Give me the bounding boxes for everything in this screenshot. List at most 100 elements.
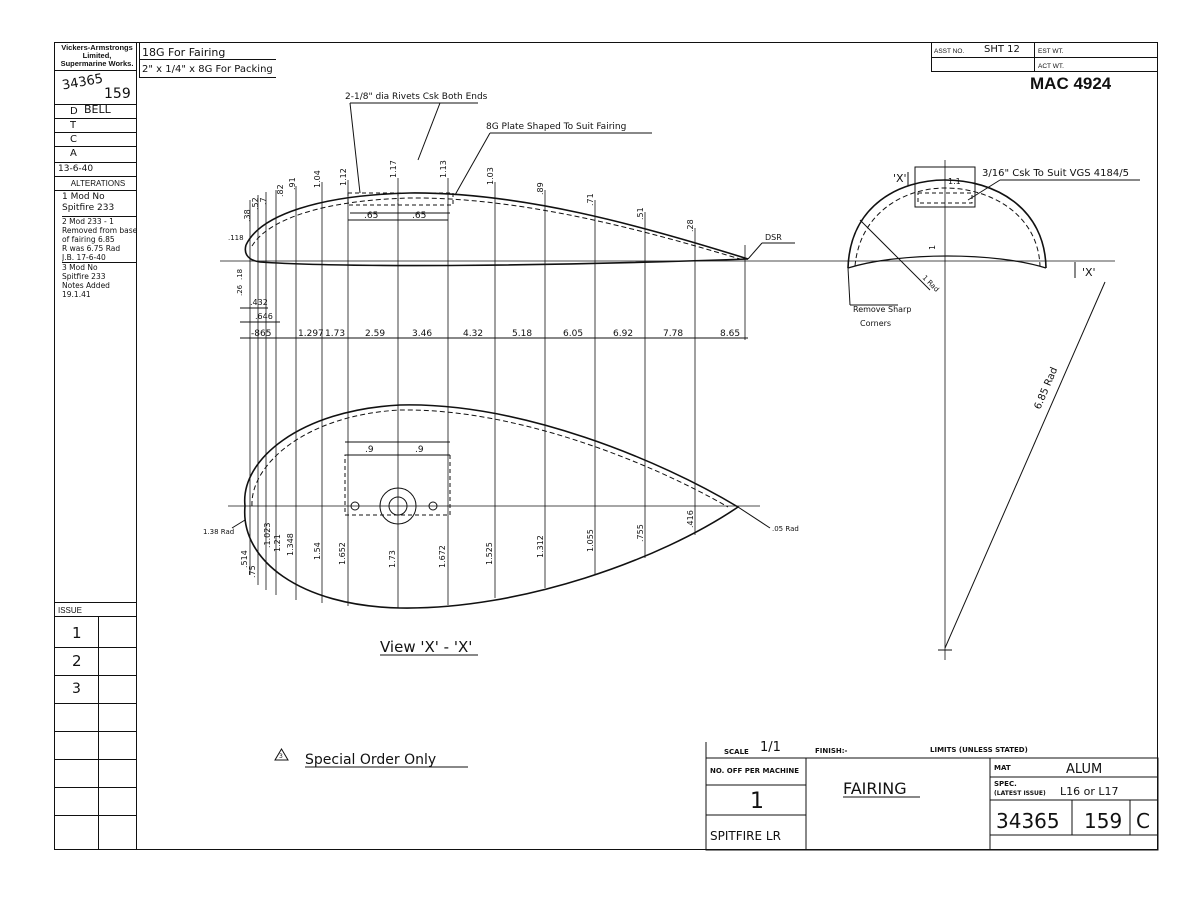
special-marker: 3 — [279, 753, 283, 760]
material-note-1: 18G For Fairing — [142, 46, 226, 59]
station-0: -865 — [251, 329, 271, 339]
upper-height-3: .82 — [276, 184, 285, 197]
station-1: 1.297 — [298, 329, 324, 339]
plan-width-5: 1.54 — [313, 542, 322, 560]
dim-11: 1.1 — [948, 177, 961, 186]
scale-label: SCALE — [724, 748, 749, 756]
upper-height-0: .38 — [243, 209, 252, 222]
left-sheet-no: 159 — [104, 86, 131, 102]
view-label: View 'X' - 'X' — [380, 638, 472, 656]
bottom-sheet-no: 159 — [1084, 809, 1122, 833]
side-profile-upper-inner — [251, 197, 741, 260]
checked-label: C — [70, 134, 77, 145]
drawing-date: 13-6-40 — [58, 164, 94, 174]
upper-height-9: 1.03 — [486, 167, 495, 185]
divider — [54, 647, 137, 648]
divider — [54, 176, 137, 177]
machine-name: SPITFIRE LR — [710, 829, 781, 843]
rad-05: .05 Rad — [772, 525, 799, 533]
upper-height-4: .91 — [288, 177, 297, 190]
upper-height-8: 1.13 — [439, 160, 448, 178]
divider — [54, 132, 137, 133]
dim-65a: .65 — [364, 211, 378, 221]
spec-value: L16 or L17 — [1060, 785, 1119, 798]
upper-height-13: .28 — [686, 219, 695, 232]
issue-3: 3 — [72, 681, 81, 697]
station-2: 1.73 — [325, 329, 345, 339]
divider — [54, 731, 137, 732]
dim-65b: .65 — [412, 211, 426, 221]
divider — [54, 616, 137, 617]
plan-width-3: 1.21 — [273, 534, 282, 552]
divider — [54, 118, 137, 119]
small-station-0: .432 — [250, 298, 268, 307]
section-x-left: 'X' — [893, 172, 907, 185]
divider — [139, 42, 140, 78]
material-value: ALUM — [1066, 762, 1102, 777]
plan-width-9: 1.525 — [485, 542, 494, 565]
material-note-2: 2" x 1/4" x 8G For Packing — [142, 64, 273, 75]
issue-label: ISSUE — [58, 606, 83, 615]
upper-height-5: 1.04 — [313, 170, 322, 188]
plan-width-13: .416 — [686, 510, 695, 528]
station-9: 7.78 — [663, 329, 683, 339]
divider — [54, 759, 137, 760]
alterations-list: 1 Mod No Spitfire 233 2 Mod 233 - 1 Remo… — [62, 192, 138, 299]
spec-label: SPEC. — [994, 780, 1017, 788]
plan-width-12: .755 — [636, 524, 645, 542]
lower-small-1: .18 — [236, 269, 244, 280]
no-off-value: 1 — [750, 789, 764, 814]
station-6: 5.18 — [512, 329, 532, 339]
station-8: 6.92 — [613, 329, 633, 339]
rad-138: 1.38 Rad — [203, 528, 234, 536]
upper-height-2: .7 — [259, 197, 268, 205]
divider — [931, 57, 1158, 58]
mat-label: MAT — [994, 764, 1011, 772]
divider — [140, 77, 276, 78]
finish-label: FINISH:- — [815, 747, 848, 755]
special-order-triangle-icon — [274, 748, 289, 761]
plate-note: 8G Plate Shaped To Suit Fairing — [486, 122, 626, 132]
divider — [54, 787, 137, 788]
spec-label-2: (LATEST ISSUE) — [994, 790, 1046, 797]
small-station-1: .646 — [255, 312, 273, 321]
side-profile-lower — [244, 244, 749, 267]
special-order-note: Special Order Only — [305, 752, 436, 768]
no-off-label: NO. OFF PER MACHINE — [710, 767, 799, 775]
mac-number: MAC 4924 — [1030, 74, 1112, 93]
scale-value: 1/1 — [760, 740, 781, 755]
dim-9a: .9 — [365, 445, 374, 455]
est-wt-label: EST WT. — [1038, 48, 1064, 55]
plan-width-8: 1.672 — [438, 545, 447, 568]
station-5: 4.32 — [463, 329, 483, 339]
lower-small-2: .26 — [236, 284, 244, 296]
company-name: Vickers-Armstrongs Limited, Supermarine … — [60, 44, 134, 68]
traced-label: T — [70, 120, 77, 131]
upper-height-6: 1.12 — [339, 168, 348, 186]
bottom-issue-letter: C — [1136, 809, 1150, 833]
divider — [140, 59, 276, 60]
station-3: 2.59 — [365, 329, 385, 339]
rad-685: 6.85 Rad — [1033, 366, 1061, 411]
divider — [54, 70, 137, 71]
bottom-drawing-no: 34365 — [996, 809, 1060, 833]
plan-width-7: 1.73 — [388, 550, 397, 568]
divider — [54, 815, 137, 816]
upper-height-12: .51 — [636, 207, 645, 220]
part-name: FAIRING — [843, 779, 907, 798]
plan-width-6: 1.652 — [338, 542, 347, 565]
divider — [54, 146, 137, 147]
approved-label: A — [70, 148, 77, 159]
limits-label: LIMITS (UNLESS STATED) — [930, 746, 1028, 754]
dsr-label: DSR — [765, 233, 782, 242]
divider — [54, 675, 137, 676]
issue-2: 2 — [72, 652, 82, 670]
dim-1: 1 — [928, 245, 937, 250]
csk-note: 3/16" Csk To Suit VGS 4184/5 — [982, 168, 1129, 179]
divider — [98, 616, 99, 850]
divider — [54, 162, 137, 163]
plan-view-outline — [244, 404, 740, 609]
plan-width-1: .75 — [248, 565, 257, 578]
lower-small-0: .118 — [228, 234, 244, 242]
